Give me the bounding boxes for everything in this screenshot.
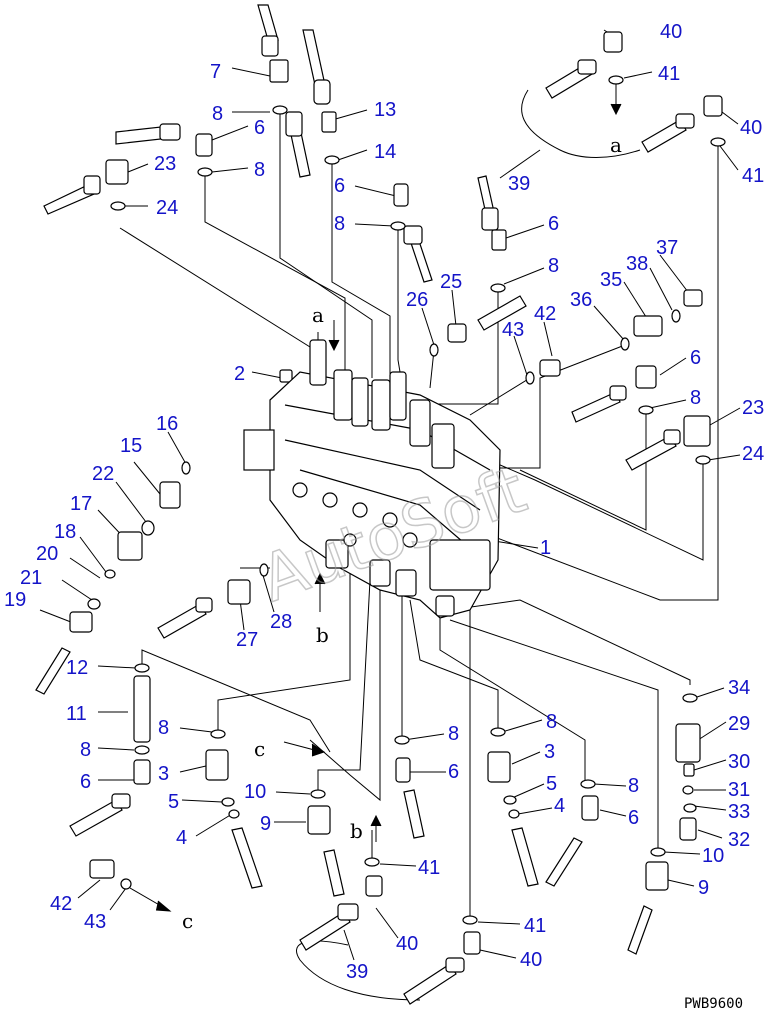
- callout-35: 35: [600, 269, 622, 291]
- reference-letters: a a b b c c: [182, 133, 622, 933]
- callout-27: 27: [236, 629, 258, 651]
- reference-letter-b: b: [316, 623, 329, 647]
- callout-6: 6: [254, 117, 265, 139]
- reference-letter-a: a: [610, 133, 622, 157]
- callout-9: 9: [260, 813, 271, 835]
- callout-43: 43: [84, 911, 106, 933]
- callout-8: 8: [546, 711, 557, 733]
- callout-7: 7: [210, 61, 221, 83]
- callout-26: 26: [406, 289, 428, 311]
- callout-5: 5: [546, 773, 557, 795]
- callout-pointers: [39, 29, 741, 961]
- callout-41: 41: [742, 165, 764, 187]
- callout-29: 29: [728, 713, 750, 735]
- reference-letter-c: c: [254, 737, 265, 761]
- callout-21: 21: [20, 567, 42, 589]
- callout-18: 18: [54, 521, 76, 543]
- callout-41: 41: [658, 63, 680, 85]
- callout-30: 30: [728, 751, 750, 773]
- callout-8: 8: [80, 739, 91, 761]
- callout-6: 6: [80, 771, 91, 793]
- callout-40: 40: [520, 949, 542, 971]
- callout-12: 12: [66, 657, 88, 679]
- callout-40: 40: [660, 21, 682, 43]
- callout-31: 31: [728, 779, 750, 801]
- callout-3: 3: [544, 741, 555, 763]
- callout-37: 37: [656, 237, 678, 259]
- reference-letter-c: c: [182, 909, 193, 933]
- o-rings: [87, 75, 726, 925]
- callout-3: 3: [158, 763, 169, 785]
- callout-16: 16: [156, 413, 178, 435]
- reference-letter-b: b: [350, 819, 363, 843]
- callout-10: 10: [702, 845, 724, 867]
- callout-41: 41: [418, 857, 440, 879]
- callout-40: 40: [396, 933, 418, 955]
- callout-13: 13: [374, 99, 396, 121]
- direction-arrows: [129, 88, 622, 912]
- callout-4: 4: [554, 795, 565, 817]
- callout-32: 32: [728, 829, 750, 851]
- callout-24: 24: [156, 197, 178, 219]
- callout-42: 42: [534, 303, 556, 325]
- callout-5: 5: [168, 791, 179, 813]
- callout-8: 8: [448, 723, 459, 745]
- callout-2: 2: [234, 363, 245, 385]
- callout-36: 36: [570, 289, 592, 311]
- callout-labels: 40 7 41 8 13 6 40 14 23 8 6 41 39 24 8 6…: [4, 21, 764, 983]
- callout-8: 8: [690, 387, 701, 409]
- callout-33: 33: [728, 801, 750, 823]
- callout-8: 8: [212, 103, 223, 125]
- callout-8: 8: [334, 213, 345, 235]
- callout-25: 25: [440, 271, 462, 293]
- callout-38: 38: [626, 253, 648, 275]
- callout-20: 20: [36, 543, 58, 565]
- fittings: [69, 31, 723, 955]
- callout-6: 6: [690, 347, 701, 369]
- callout-6: 6: [334, 175, 345, 197]
- callout-6: 6: [448, 761, 459, 783]
- hoses: [35, 4, 695, 1005]
- callout-23: 23: [154, 153, 176, 175]
- leader-lines: [119, 78, 719, 1001]
- callout-6: 6: [628, 807, 639, 829]
- callout-14: 14: [374, 141, 396, 163]
- callout-42: 42: [50, 893, 72, 915]
- callout-40: 40: [740, 117, 762, 139]
- callout-28: 28: [270, 611, 292, 633]
- callout-11: 11: [66, 703, 87, 725]
- callout-17: 17: [70, 493, 92, 515]
- callout-34: 34: [728, 677, 750, 699]
- callout-41: 41: [524, 915, 546, 937]
- callout-8: 8: [628, 775, 639, 797]
- callout-15: 15: [120, 435, 142, 457]
- callout-6: 6: [548, 213, 559, 235]
- callout-1: 1: [540, 537, 551, 559]
- callout-19: 19: [4, 589, 26, 611]
- callout-8: 8: [548, 255, 559, 277]
- callout-9: 9: [698, 877, 709, 899]
- callout-4: 4: [176, 827, 187, 849]
- callout-39: 39: [346, 961, 368, 983]
- callout-23: 23: [742, 397, 764, 419]
- callout-8: 8: [254, 159, 265, 181]
- callout-39: 39: [508, 173, 530, 195]
- callout-10: 10: [244, 781, 266, 803]
- drawing-code: PWB9600: [684, 996, 743, 1012]
- callout-22: 22: [92, 463, 114, 485]
- reference-letter-a: a: [312, 303, 324, 327]
- callout-8: 8: [158, 717, 169, 739]
- callout-43: 43: [502, 319, 524, 341]
- main-control-valve: [243, 339, 501, 619]
- callout-24: 24: [742, 443, 764, 465]
